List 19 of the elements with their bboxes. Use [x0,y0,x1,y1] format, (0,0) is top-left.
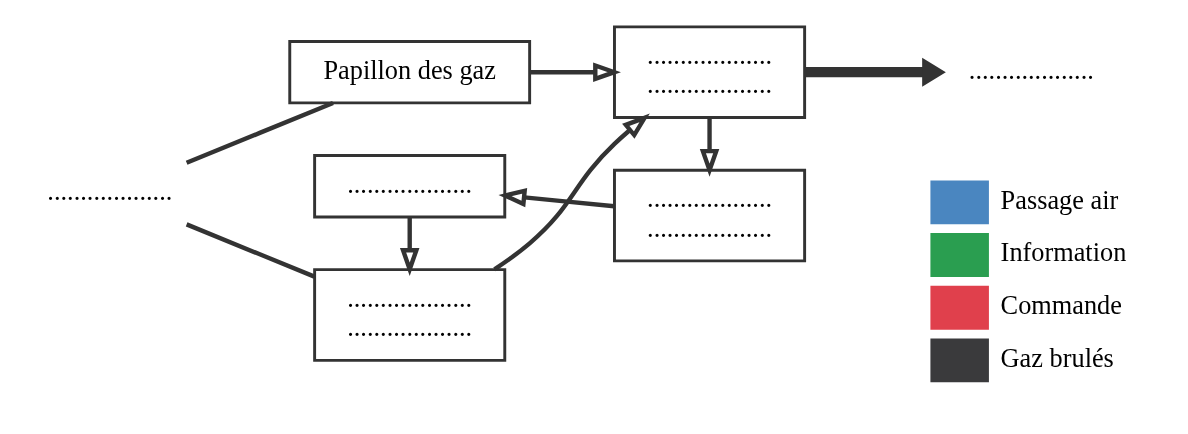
node-text: ................... [968,55,1094,85]
arrow [529,62,621,82]
node-box: ................... ................... [613,168,807,263]
arrow [493,113,650,272]
node-box: ................... [313,154,507,219]
arrow [399,217,420,276]
arrow [804,57,946,87]
connector [185,222,316,279]
node-box: Papillon des gaz [288,40,532,105]
node-text: ................... [47,177,173,207]
node-box: ................... ................... [613,25,807,119]
legend-label: Gaz brulés [1000,343,1114,373]
arrow [498,187,615,209]
arrow [699,117,720,177]
legend-label: Commande [1000,291,1122,321]
node-box: ................... ................... [313,268,507,362]
legend-label: Passage air [1000,185,1119,215]
legend-label: Information [1000,238,1127,268]
connector [185,100,334,165]
